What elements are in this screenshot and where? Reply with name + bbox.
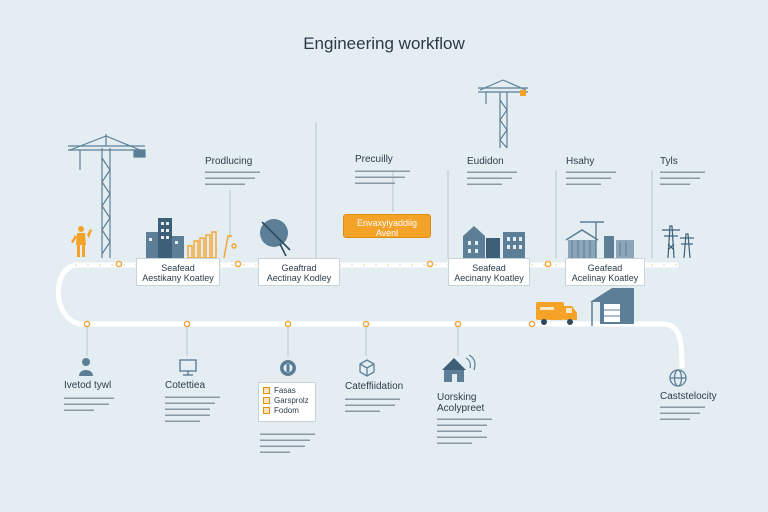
stage-label-ivetod: Ivetod tywl bbox=[64, 380, 112, 391]
stage-label-acolypreet: Acolypreet bbox=[437, 403, 485, 414]
stage-label-tyls: Tyls bbox=[660, 156, 678, 167]
monitor-icon bbox=[179, 359, 197, 376]
globe-icon bbox=[669, 369, 687, 387]
step-box: Geafead Acelinay Koatley bbox=[565, 258, 645, 286]
stage-description: ▬▬▬▬▬▬▬▬▬▬▬▬▬▬▬▬▬▬▬▬▬▬▬ bbox=[660, 169, 705, 187]
factory-icon bbox=[463, 226, 525, 258]
checkbox-icon bbox=[263, 407, 270, 415]
step-box-subtitle: Aecinany Koatley bbox=[454, 273, 524, 283]
page-title: Engineering workflow bbox=[303, 34, 465, 53]
step-box-title: Seafead bbox=[161, 263, 195, 273]
stage-label-cateffiidation: Cateffiidation bbox=[345, 381, 404, 392]
power-pylon-icon bbox=[662, 225, 694, 259]
stage-label-eudidon: Eudidon bbox=[467, 156, 504, 167]
step-box: Seafead Aestikany Koatley bbox=[136, 258, 220, 286]
chart-bars-icon bbox=[187, 231, 237, 259]
step-box-title: Geafead bbox=[587, 263, 623, 273]
checkbox-icon bbox=[263, 397, 270, 405]
stage-description: ▬▬▬▬▬▬▬▬▬▬▬▬▬▬▬▬▬▬▬▬▬▬▬▬▬▬▬▬▬ bbox=[205, 169, 260, 187]
checkbox-icon bbox=[263, 387, 270, 395]
checklist-item: Fodom bbox=[263, 406, 311, 416]
cube-icon bbox=[359, 359, 375, 377]
stage-description: ▬▬▬▬▬▬▬▬▬▬▬▬▬▬▬▬▬▬▬▬▬▬▬▬▬▬▬▬▬▬▬▬▬▬▬▬▬▬▬▬… bbox=[165, 394, 220, 424]
house-icon bbox=[442, 354, 476, 382]
highlight-box: Envaxyiyaddiig Avenl bbox=[343, 214, 431, 238]
crane-icon bbox=[68, 134, 146, 258]
gear-badge-icon bbox=[280, 360, 296, 376]
satellite-dish-icon bbox=[260, 219, 291, 257]
step-box-subtitle: Aestikany Koatley bbox=[142, 273, 214, 283]
highlight-box-line-1: Envaxyiyaddiig bbox=[356, 218, 418, 228]
stage-label-precuilly: Precuilly bbox=[355, 154, 393, 165]
stage-description: ▬▬▬▬▬▬▬▬▬▬▬▬▬▬▬▬▬▬▬▬▬▬▬▬▬▬ bbox=[566, 169, 616, 187]
stage-label-producing: Prodlucing bbox=[205, 156, 253, 167]
step-box-subtitle: Aectinay Kodley bbox=[266, 273, 332, 283]
checklist-item: Fasas bbox=[263, 386, 311, 396]
highlight-box-line-2: Avenl bbox=[375, 228, 399, 238]
workflow-track bbox=[55, 262, 685, 369]
checklist-box: Fasas Garsprolz Fodom bbox=[258, 382, 316, 422]
step-box-title: Geaftrad bbox=[281, 263, 317, 273]
building-icon bbox=[146, 218, 184, 258]
stage-label-caststelocity: Caststelocity bbox=[660, 391, 717, 402]
step-box: Seafead Aecinany Koatley bbox=[448, 258, 530, 286]
connector-lines bbox=[86, 122, 653, 356]
track-nodes bbox=[83, 260, 552, 328]
stage-description: ▬▬▬▬▬▬▬▬▬▬▬▬▬▬▬▬▬▬▬▬▬▬▬▬▬▬▬▬▬▬▬▬▬▬▬▬▬▬▬▬… bbox=[437, 416, 492, 446]
checklist-item: Garsprolz bbox=[263, 396, 311, 406]
stage-description: ▬▬▬▬▬▬▬▬▬▬▬▬▬▬▬▬▬▬▬▬▬▬▬ bbox=[660, 404, 705, 422]
step-box-subtitle: Acelinay Koatley bbox=[571, 273, 639, 283]
crane-icon bbox=[478, 79, 528, 149]
stage-label-uorsking: Uorsking bbox=[437, 392, 477, 403]
person-icon bbox=[79, 358, 93, 376]
truck-icon bbox=[536, 302, 577, 325]
worker-icon bbox=[71, 226, 92, 257]
warehouse-icon bbox=[590, 288, 634, 326]
step-box-title: Seafead bbox=[472, 263, 506, 273]
step-box: Geaftrad Aectinay Kodley bbox=[258, 258, 340, 286]
stage-label-hsahy: Hsahy bbox=[566, 156, 595, 167]
stage-description: ▬▬▬▬▬▬▬▬▬▬▬▬▬▬▬▬▬▬▬▬▬▬▬▬▬▬▬▬▬ bbox=[355, 168, 410, 186]
stage-description: ▬▬▬▬▬▬▬▬▬▬▬▬▬▬▬▬▬▬▬▬▬▬▬▬▬▬▬▬▬▬▬▬▬▬▬▬ bbox=[260, 431, 315, 455]
stage-description: ▬▬▬▬▬▬▬▬▬▬▬▬▬▬▬▬▬▬▬▬▬▬▬▬▬▬ bbox=[467, 169, 517, 187]
stage-label-cotettiea: Cotettiea bbox=[165, 380, 206, 391]
warehouse-icon bbox=[565, 221, 634, 258]
stage-description: ▬▬▬▬▬▬▬▬▬▬▬▬▬▬▬▬▬▬▬▬▬▬▬▬▬▬▬▬ bbox=[345, 396, 400, 414]
stage-description: ▬▬▬▬▬▬▬▬▬▬▬▬▬▬▬▬▬▬▬▬▬▬▬▬▬ bbox=[64, 395, 114, 413]
